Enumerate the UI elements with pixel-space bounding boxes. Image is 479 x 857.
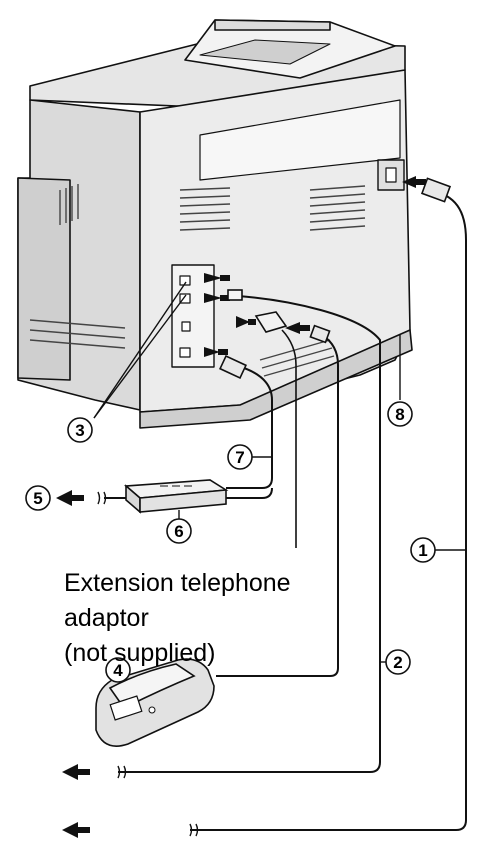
extension-phone-cord [216, 334, 339, 677]
callout-3-leader [93, 294, 187, 419]
callout-4: 4 [105, 657, 131, 683]
cable-plugs [219, 177, 452, 380]
printer-illustration [17, 19, 413, 429]
adaptor-caption-line-3: (not supplied) [64, 639, 216, 667]
callout-3-label: 3 [75, 421, 84, 440]
callout-1-label: 1 [418, 541, 427, 560]
telephone-line-cord [118, 295, 381, 773]
extension-telephone-adaptor [254, 311, 288, 333]
power-plug [420, 177, 452, 203]
line-plug [227, 289, 243, 301]
router-uplink [226, 487, 273, 499]
router-illustration [124, 479, 229, 514]
callout-7: 7 [227, 444, 253, 470]
adaptor-caption-line-1: Extension telephone [64, 569, 291, 597]
callout-2-label: 2 [393, 653, 402, 672]
callout-7-label: 7 [235, 448, 244, 467]
adaptor-caption-line-2: adaptor [64, 604, 149, 632]
lan-plug [219, 354, 247, 380]
connection-arrows [204, 176, 426, 357]
callout-3: 3 [67, 417, 93, 443]
callout-5: 5 [25, 485, 51, 511]
extension-telephone-illustration [95, 658, 215, 747]
power-cord [190, 189, 467, 831]
adaptor-caption: Extension telephone adaptor (not supplie… [64, 566, 291, 671]
outgoing-arrows [56, 490, 90, 838]
adaptor-pointer-line [281, 329, 297, 548]
printer-vents [29, 184, 366, 377]
callout-8: 8 [387, 401, 413, 427]
lan-cable [226, 365, 273, 489]
network-arrow [56, 490, 72, 506]
cable-break-marks [97, 491, 199, 837]
telephone-line-arrow [62, 764, 78, 780]
callout-1: 1 [410, 537, 436, 563]
callout-4-label: 4 [113, 661, 123, 680]
callout-2: 2 [385, 649, 411, 675]
callout-8-label: 8 [395, 405, 404, 424]
phone-plug [309, 324, 331, 344]
callout-6: 6 [166, 518, 192, 544]
callout-5-label: 5 [33, 489, 42, 508]
callout-6-label: 6 [174, 522, 183, 541]
cables [93, 189, 467, 831]
power-outlet-arrow [62, 822, 78, 838]
